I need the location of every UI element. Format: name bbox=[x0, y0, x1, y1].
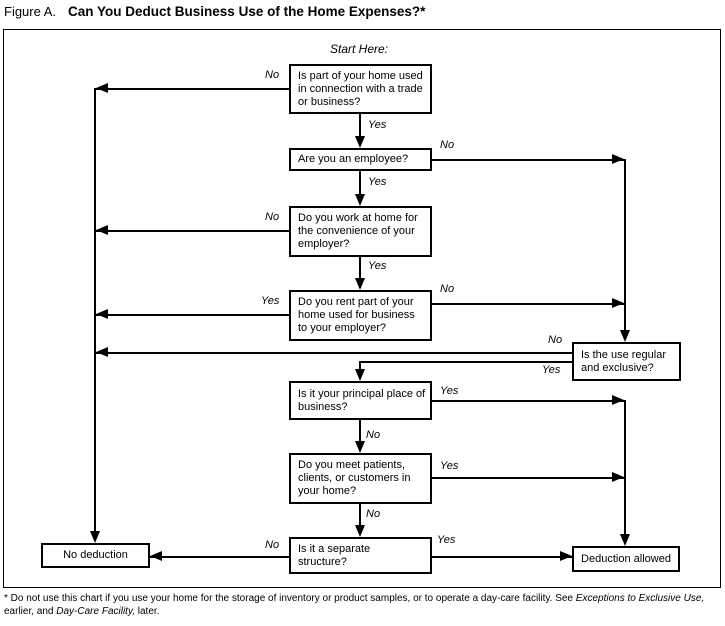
arrowhead-left-icon bbox=[96, 83, 108, 93]
decision-box-meet-patients: Do you meet patients, clients, or custom… bbox=[289, 453, 432, 504]
arrowhead-right-icon bbox=[612, 298, 624, 308]
flow-line-q3-no bbox=[96, 230, 289, 232]
branch-label-q3-no: No bbox=[265, 211, 280, 223]
flow-line-q7-yes bbox=[432, 477, 626, 479]
arrowhead-down-icon bbox=[355, 194, 365, 206]
arrowhead-down-icon bbox=[355, 441, 365, 453]
flow-line-q8-yes bbox=[432, 556, 572, 558]
figure-heading: Figure A. Can You Deduct Business Use of … bbox=[4, 4, 425, 19]
arrowhead-down-icon bbox=[355, 369, 365, 381]
flowchart-border bbox=[3, 29, 721, 588]
flow-line-q5-no bbox=[96, 352, 572, 354]
arrowhead-left-icon bbox=[96, 225, 108, 235]
flow-line-left-trunk bbox=[94, 88, 96, 533]
footnote: * Do not use this chart if you use your … bbox=[4, 593, 720, 618]
footnote-text: * Do not use this chart if you use your … bbox=[4, 593, 576, 604]
footnote-text: earlier, and bbox=[4, 605, 57, 617]
flow-line-q2-yes bbox=[359, 171, 361, 196]
arrowhead-right-icon bbox=[612, 154, 624, 164]
arrowhead-down-icon bbox=[620, 330, 630, 342]
result-box-no-deduction: No deduction bbox=[41, 543, 150, 568]
footnote-italic-exceptions: Exceptions to Exclusive Use, bbox=[575, 593, 705, 604]
flow-line-q2-no bbox=[432, 159, 626, 161]
decision-box-regular-exclusive: Is the use regular and exclusive? bbox=[572, 342, 681, 381]
branch-label-q7-yes: Yes bbox=[440, 460, 459, 472]
arrowhead-down-icon bbox=[620, 534, 630, 546]
arrowhead-left-icon bbox=[96, 347, 108, 357]
arrowhead-left-icon bbox=[150, 551, 162, 561]
branch-label-q6-no: No bbox=[366, 429, 381, 441]
footnote-italic-daycare: Day-Care Facility, bbox=[56, 605, 135, 617]
flow-line-q4-yes bbox=[96, 314, 289, 316]
branch-label-q5-no: No bbox=[548, 334, 563, 346]
branch-label-q3-yes: Yes bbox=[368, 260, 387, 272]
flow-line-right-trunk-upper bbox=[624, 159, 626, 332]
arrowhead-right-icon bbox=[612, 395, 624, 405]
decision-box-separate-structure: Is it a separate structure? bbox=[289, 537, 432, 574]
branch-label-q1-no: No bbox=[265, 69, 280, 81]
flow-line-right-trunk-lower bbox=[624, 400, 626, 536]
flow-line-q1-no bbox=[96, 88, 289, 90]
branch-label-q4-no: No bbox=[440, 283, 455, 295]
flow-line-q3-yes bbox=[359, 257, 361, 280]
arrowhead-left-icon bbox=[96, 309, 108, 319]
branch-label-q5-yes: Yes bbox=[542, 364, 561, 376]
footnote-text: later. bbox=[134, 605, 160, 617]
branch-label-q2-no: No bbox=[440, 139, 455, 151]
flow-line-q4-no bbox=[432, 303, 626, 305]
flow-line-q1-yes bbox=[359, 114, 361, 138]
branch-label-q1-yes: Yes bbox=[368, 119, 387, 131]
flow-line-q5-yes-horizontal bbox=[359, 361, 572, 363]
figure-label: Figure A. bbox=[4, 4, 57, 19]
decision-box-convenience: Do you work at home for the convenience … bbox=[289, 206, 432, 257]
arrowhead-right-icon bbox=[560, 551, 572, 561]
branch-label-q4-yes: Yes bbox=[261, 295, 280, 307]
branch-label-q8-yes: Yes bbox=[437, 534, 456, 546]
flow-line-q6-no bbox=[359, 420, 361, 443]
arrowhead-down-icon bbox=[355, 525, 365, 537]
page-title: Can You Deduct Business Use of the Home … bbox=[68, 4, 426, 19]
branch-label-q6-yes: Yes bbox=[440, 385, 459, 397]
branch-label-q2-yes: Yes bbox=[368, 176, 387, 188]
decision-box-rent-to-employer: Do you rent part of your home used for b… bbox=[289, 290, 432, 341]
arrowhead-down-icon bbox=[355, 278, 365, 290]
arrowhead-down-icon bbox=[355, 136, 365, 148]
arrowhead-right-icon bbox=[612, 472, 624, 482]
flow-line-q5-yes-vertical bbox=[359, 361, 361, 371]
arrowhead-down-icon bbox=[90, 531, 100, 543]
flow-line-q8-no bbox=[150, 556, 289, 558]
decision-box-employee: Are you an employee? bbox=[289, 148, 432, 171]
flow-line-q6-yes bbox=[432, 400, 626, 402]
branch-label-q7-no: No bbox=[366, 508, 381, 520]
start-here-label: Start Here: bbox=[330, 42, 389, 56]
branch-label-q8-no: No bbox=[265, 539, 280, 551]
flow-line-q7-no bbox=[359, 504, 361, 527]
result-box-deduction-allowed: Deduction allowed bbox=[572, 546, 680, 572]
decision-box-principal-place: Is it your principal place of business? bbox=[289, 381, 432, 420]
decision-box-trade-or-business: Is part of your home used in connection … bbox=[289, 64, 432, 114]
